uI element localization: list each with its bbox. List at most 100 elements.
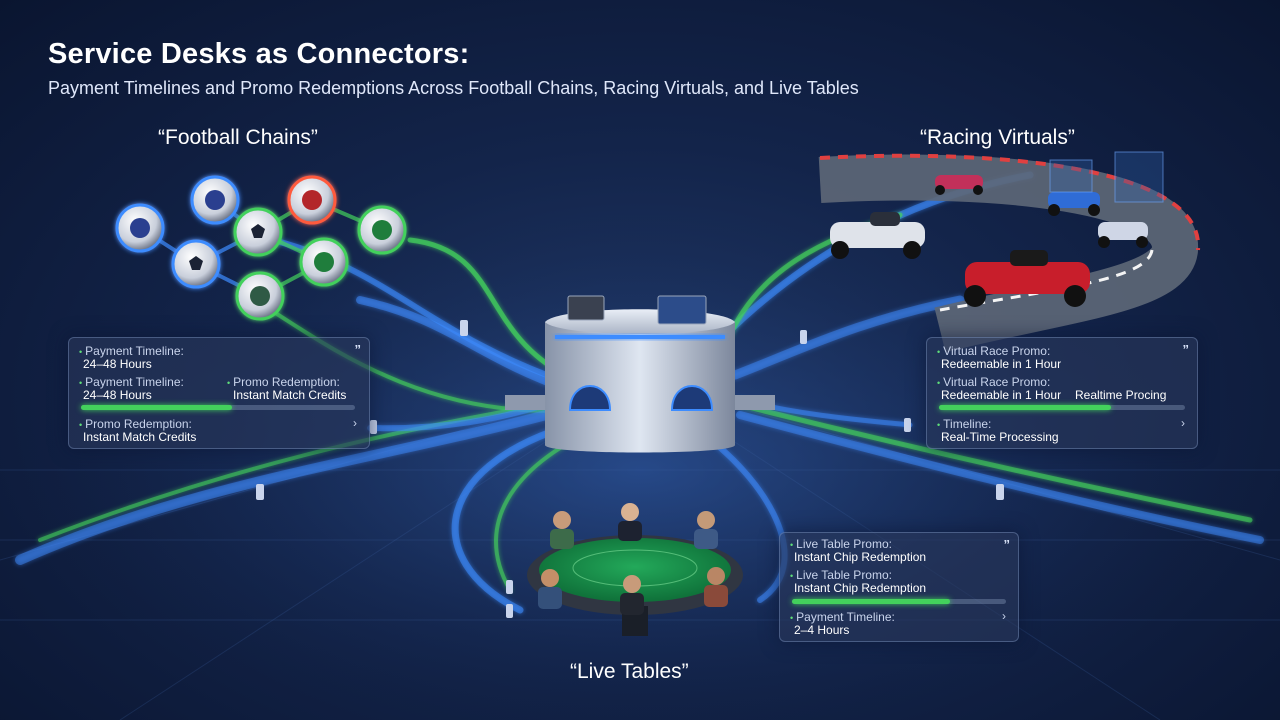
player-icon xyxy=(620,575,644,615)
crest-icon xyxy=(250,286,270,306)
table-felt xyxy=(539,538,731,602)
chevron-right-icon: › xyxy=(353,416,357,430)
stream-right-low-blue xyxy=(736,411,1264,544)
player-icon xyxy=(618,503,642,541)
connector-node xyxy=(904,418,911,432)
stream-right-low xyxy=(737,402,1253,523)
page-title: Service Desks as Connectors: xyxy=(48,38,470,70)
card-value: 24–48 Hours xyxy=(83,388,152,402)
crest-icon xyxy=(205,190,225,210)
progress-bar xyxy=(792,599,1006,604)
connector-node xyxy=(506,580,513,594)
service-desk-hub xyxy=(505,295,775,453)
card-value: Instant Chip Redemption xyxy=(794,581,927,595)
stream-football-3 xyxy=(356,296,574,394)
bullet-icon: • xyxy=(937,347,941,357)
race-car xyxy=(964,250,1090,307)
bullet-icon: • xyxy=(79,347,83,357)
race-car xyxy=(830,212,925,259)
desk-monitor-icon xyxy=(567,295,605,321)
stream-football-2 xyxy=(407,237,568,378)
quote-mark: ” xyxy=(1182,342,1190,357)
connector-node xyxy=(256,484,264,500)
chevron-right-icon: › xyxy=(1002,609,1006,623)
hub-glow-line xyxy=(555,335,725,339)
chevron-right-icon: › xyxy=(1181,416,1185,430)
card-row: •Payment Timeline: xyxy=(790,610,895,624)
players xyxy=(538,503,728,615)
card-value: Instant Match Credits xyxy=(83,430,197,444)
card-value: 24–48 Hours xyxy=(83,357,152,371)
race-car xyxy=(1048,192,1100,216)
hub-port xyxy=(568,385,612,411)
stream-racing-3 xyxy=(730,295,965,380)
bullet-icon: • xyxy=(790,540,794,550)
card-value: Real-Time Processing xyxy=(941,430,1059,444)
card-row: •Virtual Race Promo: xyxy=(937,375,1051,389)
live-table-info-card: ” •Live Table Promo: Instant Chip Redemp… xyxy=(779,532,1019,642)
connector-node xyxy=(370,420,377,434)
football-info-card: ” •Payment Timeline: 24–48 Hours •Paymen… xyxy=(68,337,370,449)
bullet-icon: • xyxy=(937,420,941,430)
racing-info-card: ” •Virtual Race Promo: Redeemable in 1 H… xyxy=(926,337,1198,449)
card-value: Redeemable in 1 Hour xyxy=(941,388,1062,402)
stream-left-low-green xyxy=(38,398,572,542)
connector-node xyxy=(996,484,1004,500)
racing-track-group xyxy=(818,151,1201,353)
card-row: •Promo Redemption: xyxy=(227,375,340,389)
hub-port xyxy=(670,385,714,411)
crest-icon xyxy=(302,190,322,210)
card-row: •Virtual Race Promo: xyxy=(937,344,1051,358)
bullet-icon: • xyxy=(790,613,794,623)
card-row: •Payment Timeline: xyxy=(79,375,184,389)
stream-live-1 xyxy=(451,416,594,614)
progress-fill xyxy=(792,599,951,604)
card-value: Redeemable in 1 Hour xyxy=(941,357,1062,371)
progress-bar xyxy=(939,405,1185,410)
card-row: •Timeline: xyxy=(937,417,992,431)
bullet-icon: • xyxy=(79,420,83,430)
quote-mark: ” xyxy=(354,342,362,357)
bullet-icon: • xyxy=(937,378,941,388)
card-value: Instant Chip Redemption xyxy=(794,550,927,564)
ball-pentagon-icon xyxy=(189,256,203,270)
connector-node xyxy=(506,604,513,618)
card-value: Realtime Procing xyxy=(1075,388,1167,402)
track-curb xyxy=(819,153,1201,251)
bullet-icon: • xyxy=(790,571,794,581)
connector-node xyxy=(460,320,468,336)
crest-icon xyxy=(314,252,334,272)
label-football-chains: “Football Chains” xyxy=(158,126,318,149)
page-subtitle: Payment Timelines and Promo Redemptions … xyxy=(48,78,859,98)
progress-fill xyxy=(939,405,1112,410)
card-value: Instant Match Credits xyxy=(233,388,347,402)
ball-pentagon-icon xyxy=(251,224,265,238)
label-live-tables: “Live Tables” xyxy=(570,660,689,683)
progress-bar xyxy=(81,405,355,410)
connector-nodes xyxy=(256,320,1004,618)
football-chain-group xyxy=(115,175,407,321)
card-row: •Promo Redemption: xyxy=(79,417,192,431)
hologram-panel xyxy=(1114,151,1164,203)
race-car xyxy=(1098,222,1148,248)
race-car xyxy=(935,175,983,195)
card-row: •Live Table Promo: xyxy=(790,537,892,551)
bullet-icon: • xyxy=(79,378,83,388)
progress-fill xyxy=(81,405,232,410)
crest-icon xyxy=(130,218,150,238)
connector-node xyxy=(800,330,807,344)
card-row: •Payment Timeline: xyxy=(79,344,184,358)
hub-body xyxy=(545,322,735,453)
crest-icon xyxy=(372,220,392,240)
quote-mark: ” xyxy=(1003,537,1011,552)
player-icon xyxy=(694,511,718,549)
card-value: 2–4 Hours xyxy=(794,623,850,637)
bullet-icon: • xyxy=(227,378,231,388)
live-table-group xyxy=(527,503,743,636)
player-icon xyxy=(550,511,574,549)
player-icon xyxy=(538,569,562,609)
player-icon xyxy=(704,567,728,607)
stream-left-low xyxy=(15,405,570,565)
stream-football-1 xyxy=(247,232,563,383)
desk-monitor-icon xyxy=(657,295,707,325)
